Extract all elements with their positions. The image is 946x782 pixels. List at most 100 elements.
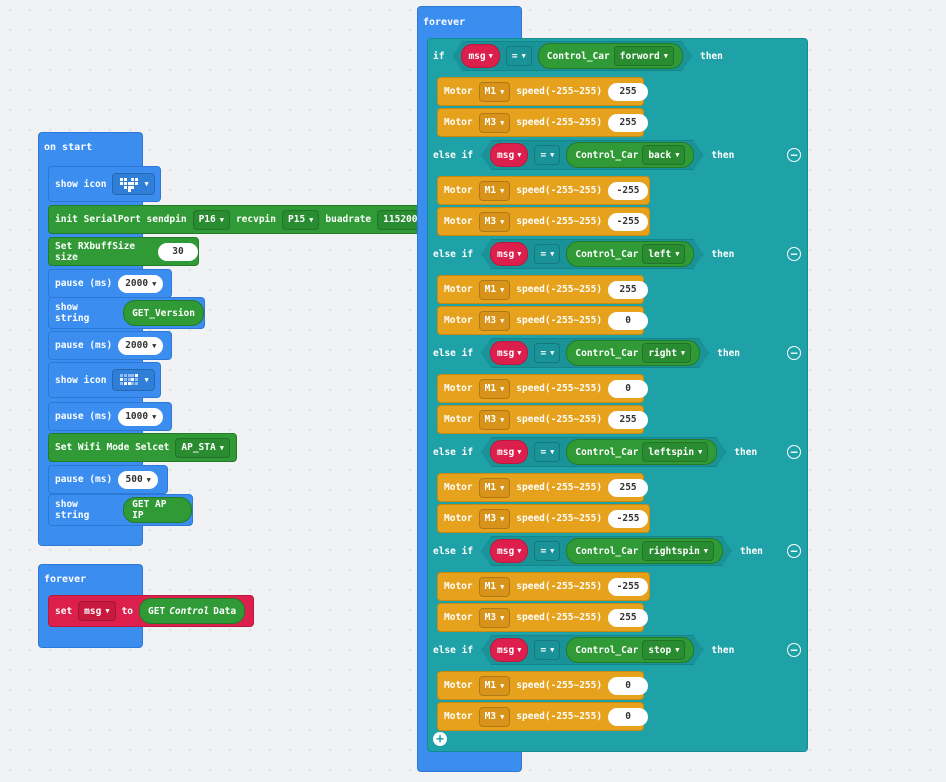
set-variable-block[interactable]: set msg▼ to GET Control Data [48, 595, 254, 627]
motor-dropdown[interactable]: M3▼ [478, 508, 511, 529]
comparison-block[interactable]: msg▼ =▼ Control_Car left▼ [481, 239, 703, 269]
motor-block[interactable]: Motor M3▼ speed(-255~255) 255 [437, 603, 649, 632]
remove-branch-icon[interactable]: − [787, 544, 801, 558]
show-string-block-1[interactable]: show string GET_Version [48, 297, 205, 329]
motor-block[interactable]: Motor M1▼ speed(-255~255) -255 [437, 572, 650, 601]
direction-dropdown[interactable]: forword▼ [614, 46, 674, 66]
control-car-enum[interactable]: Control_Car rightspin▼ [566, 538, 723, 564]
motor-dropdown[interactable]: M3▼ [478, 706, 511, 727]
direction-dropdown[interactable]: rightspin▼ [642, 541, 714, 561]
speed-value[interactable]: -255 [608, 577, 649, 596]
init-serial-block[interactable]: init SerialPort sendpin P16▼ recvpin P15… [48, 205, 441, 234]
comparison-block[interactable]: msg▼ =▼ Control_Car rightspin▼ [481, 536, 732, 566]
motor-dropdown[interactable]: M3▼ [478, 409, 511, 430]
motor-dropdown[interactable]: M1▼ [478, 477, 511, 498]
pause-value-4[interactable]: 500▼ [118, 470, 159, 489]
motor-dropdown[interactable]: M3▼ [478, 310, 511, 331]
msg-variable[interactable]: msg▼ [490, 143, 528, 167]
motor-dropdown[interactable]: M1▼ [478, 675, 511, 696]
motor-block[interactable]: Motor M1▼ speed(-255~255) 0 [437, 374, 649, 403]
remove-branch-icon[interactable]: − [787, 346, 801, 360]
direction-dropdown[interactable]: right▼ [642, 343, 691, 363]
comparison-block[interactable]: msg▼ =▼ Control_Car back▼ [481, 140, 703, 170]
remove-branch-icon[interactable]: − [787, 643, 801, 657]
speed-value[interactable]: 255 [608, 608, 649, 627]
rx-buffer-block[interactable]: Set RXbuffSize size 30 [48, 237, 199, 266]
get-control-data-reporter[interactable]: GET Control Data [139, 598, 246, 624]
motor-block[interactable]: Motor M3▼ speed(-255~255) -255 [437, 504, 650, 533]
comparison-block[interactable]: msg▼ =▼ Control_Car right▼ [481, 338, 709, 368]
motor-block[interactable]: Motor M3▼ speed(-255~255) 0 [437, 306, 649, 335]
speed-value[interactable]: 255 [608, 478, 649, 497]
wifi-mode-dropdown[interactable]: AP_STA▼ [175, 437, 230, 458]
speed-value[interactable]: 255 [608, 113, 649, 132]
pause-value-3[interactable]: 1000▼ [118, 407, 164, 426]
pause-value-2[interactable]: 2000▼ [118, 336, 164, 355]
comparison-block[interactable]: msg▼ =▼ Control_Car leftspin▼ [481, 437, 726, 467]
operator-dropdown[interactable]: =▼ [534, 541, 560, 561]
control-car-enum[interactable]: Control_Car stop▼ [566, 637, 694, 663]
check-icon[interactable]: ▼ [112, 369, 155, 391]
motor-block[interactable]: Motor M1▼ speed(-255~255) 255 [437, 473, 649, 502]
motor-block[interactable]: Motor M3▼ speed(-255~255) -255 [437, 207, 650, 236]
motor-block[interactable]: Motor M3▼ speed(-255~255) 255 [437, 405, 649, 434]
operator-dropdown[interactable]: =▼ [534, 442, 560, 462]
msg-variable[interactable]: msg▼ [490, 242, 528, 266]
operator-dropdown[interactable]: =▼ [534, 343, 560, 363]
variable-dropdown[interactable]: msg▼ [78, 601, 116, 621]
direction-dropdown[interactable]: left▼ [642, 244, 685, 264]
motor-dropdown[interactable]: M3▼ [478, 112, 511, 133]
msg-variable[interactable]: msg▼ [461, 44, 499, 68]
motor-block[interactable]: Motor M1▼ speed(-255~255) 255 [437, 77, 649, 106]
operator-dropdown[interactable]: =▼ [506, 46, 532, 66]
control-car-enum[interactable]: Control_Car back▼ [566, 142, 694, 168]
motor-dropdown[interactable]: M1▼ [478, 576, 511, 597]
sendpin-dropdown[interactable]: P16▼ [192, 209, 230, 230]
speed-value[interactable]: 255 [608, 410, 649, 429]
direction-dropdown[interactable]: stop▼ [642, 640, 685, 660]
speed-value[interactable]: -255 [608, 181, 649, 200]
direction-dropdown[interactable]: back▼ [642, 145, 685, 165]
add-branch-button[interactable]: + [433, 732, 447, 746]
speed-value[interactable]: 0 [608, 311, 649, 330]
show-icon-block-1[interactable]: show icon ▼ [48, 166, 161, 202]
msg-variable[interactable]: msg▼ [490, 440, 528, 464]
remove-branch-icon[interactable]: − [787, 445, 801, 459]
direction-dropdown[interactable]: leftspin▼ [642, 442, 708, 462]
operator-dropdown[interactable]: =▼ [534, 244, 560, 264]
motor-block[interactable]: Motor M1▼ speed(-255~255) 255 [437, 275, 649, 304]
show-string-block-2[interactable]: show string GET AP IP [48, 494, 193, 526]
motor-dropdown[interactable]: M1▼ [478, 279, 511, 300]
remove-branch-icon[interactable]: − [787, 247, 801, 261]
operator-dropdown[interactable]: =▼ [534, 145, 560, 165]
motor-block[interactable]: Motor M3▼ speed(-255~255) 0 [437, 702, 649, 731]
pause-value-1[interactable]: 2000▼ [118, 274, 164, 293]
show-string-value-2[interactable]: GET AP IP [123, 497, 192, 523]
comparison-block[interactable]: msg▼ =▼ Control_Car stop▼ [481, 635, 703, 665]
speed-value[interactable]: 255 [608, 82, 649, 101]
motor-block[interactable]: Motor M1▼ speed(-255~255) -255 [437, 176, 650, 205]
comparison-block[interactable]: msg▼ =▼ Control_Car forword▼ [452, 41, 692, 71]
speed-value[interactable]: 0 [608, 676, 649, 695]
operator-dropdown[interactable]: =▼ [534, 640, 560, 660]
show-string-value-1[interactable]: GET_Version [123, 300, 204, 326]
motor-dropdown[interactable]: M1▼ [478, 81, 511, 102]
motor-block[interactable]: Motor M3▼ speed(-255~255) 255 [437, 108, 649, 137]
motor-block[interactable]: Motor M1▼ speed(-255~255) 0 [437, 671, 649, 700]
msg-variable[interactable]: msg▼ [490, 638, 528, 662]
rx-buffer-value[interactable]: 30 [158, 242, 198, 261]
control-car-enum[interactable]: Control_Car forword▼ [538, 43, 683, 69]
motor-dropdown[interactable]: M3▼ [478, 607, 511, 628]
pause-block-4[interactable]: pause (ms) 500▼ [48, 465, 168, 494]
plus-icon[interactable]: + [433, 732, 447, 746]
show-icon-block-2[interactable]: show icon ▼ [48, 362, 161, 398]
pause-block-1[interactable]: pause (ms) 2000▼ [48, 269, 172, 298]
msg-variable[interactable]: msg▼ [490, 341, 528, 365]
speed-value[interactable]: -255 [608, 212, 649, 231]
wifi-mode-block[interactable]: Set Wifi Mode Selcet AP_STA▼ [48, 433, 237, 462]
recvpin-dropdown[interactable]: P15▼ [282, 209, 320, 230]
control-car-enum[interactable]: Control_Car leftspin▼ [566, 439, 717, 465]
speed-value[interactable]: -255 [608, 509, 649, 528]
speed-value[interactable]: 0 [608, 707, 649, 726]
pause-block-2[interactable]: pause (ms) 2000▼ [48, 331, 172, 360]
